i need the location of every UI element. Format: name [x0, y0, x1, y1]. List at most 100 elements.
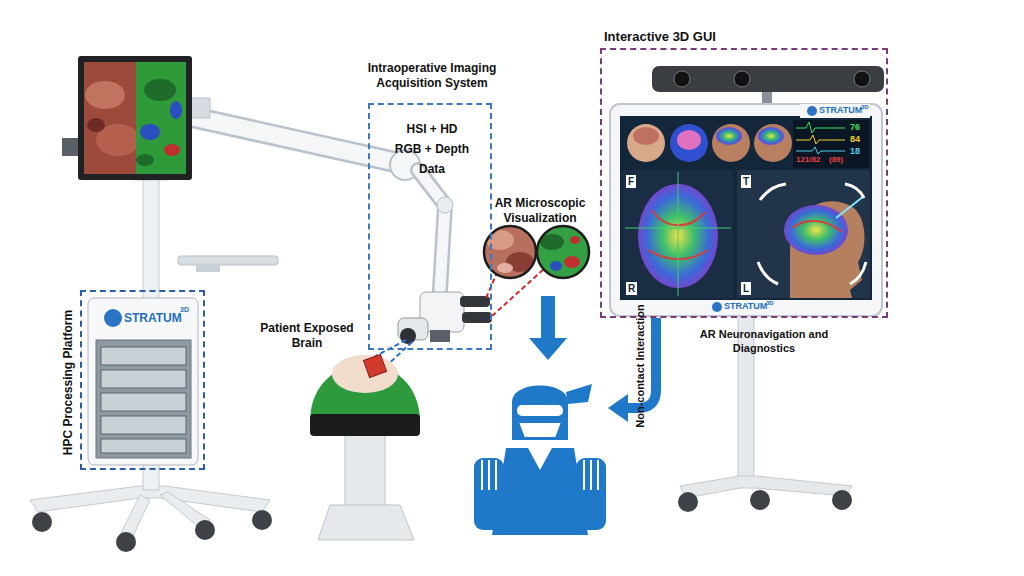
patient: [363, 354, 386, 377]
logo-superscript: 3D: [180, 305, 189, 314]
monitor: [136, 62, 186, 174]
ar-view: [550, 261, 562, 271]
group-heading: Intraoperative Imaging Acquisition Syste…: [340, 61, 524, 91]
stand-arm: [170, 112, 395, 162]
flow-arrow: [608, 394, 628, 422]
gui-monitor: [625, 228, 731, 229]
patient-label: Patient Exposed Brain: [252, 321, 362, 351]
gui-monitor: [792, 221, 842, 232]
view-letter: L: [741, 282, 751, 295]
gui-monitor: [678, 172, 679, 296]
depth-sensor: [652, 66, 884, 92]
surgeon-icon: [576, 458, 606, 530]
depth-sensor: [734, 71, 750, 87]
surgeon-icon: [518, 422, 562, 438]
monitor: [144, 79, 176, 101]
hpc-server: [104, 309, 122, 327]
view-letter: T: [741, 175, 751, 188]
patient: [318, 505, 414, 540]
gui-monitor: [620, 116, 872, 300]
depth-sensor: [652, 66, 884, 106]
gui-monitor: [793, 120, 869, 168]
gui-monitor: [758, 262, 778, 284]
ar-view: [537, 226, 589, 278]
gui-monitor: [623, 170, 733, 298]
gui-stand: [678, 312, 852, 512]
patient: [345, 432, 385, 510]
gui-monitor: [836, 196, 864, 218]
gui-monitor: [800, 104, 870, 118]
surgeon-icon: [492, 448, 588, 535]
gui-monitor: [754, 124, 792, 162]
group-heading: Interactive 3D GUI: [604, 29, 716, 45]
logo-superscript: 3D: [861, 103, 869, 111]
flow-arrow: [541, 296, 555, 340]
hpc-server: [101, 416, 186, 434]
gui-monitor: [796, 147, 845, 154]
vital-value: 84: [850, 134, 860, 145]
surgeon-icon: [495, 460, 497, 490]
gui-monitor: [784, 205, 848, 255]
microscope-head: [430, 330, 450, 342]
ar-view: [497, 263, 513, 273]
logo-superscript: 3D: [766, 299, 774, 307]
monitor: [164, 144, 180, 156]
surgeon-icon: [481, 460, 483, 490]
hpc-server: [101, 347, 186, 365]
gui-monitor: [677, 130, 701, 150]
ar-view: [570, 236, 580, 244]
hpc-server: [101, 370, 186, 388]
logo-text: STRATUM: [124, 311, 182, 326]
gui-monitor: [760, 184, 786, 200]
gui-monitor: [716, 127, 742, 145]
microscope-stand: [116, 532, 136, 552]
hpc-server: [101, 393, 186, 411]
gui-monitor: [796, 122, 845, 133]
microscope-stand: [32, 512, 52, 532]
gui-monitor: [807, 106, 817, 116]
stand-arm: [418, 170, 445, 290]
stand-arm: [418, 170, 445, 290]
gui-monitor: [850, 262, 866, 284]
ar-view: [480, 222, 593, 282]
surgeon-icon: [474, 458, 504, 530]
monitor: [170, 101, 182, 119]
microscope-stand: [178, 256, 278, 265]
microscope-head: [398, 292, 492, 344]
monitor: [62, 56, 210, 180]
gui-monitor: [796, 135, 845, 144]
group-heading: HPC Processing Platform: [61, 292, 76, 472]
microscope-stand: [195, 520, 215, 540]
microscope-stand: [120, 495, 150, 538]
gui-monitor: [712, 302, 722, 312]
stand-arm: [170, 112, 395, 162]
function-label: AR Neuronavigation and Diagnostics: [684, 327, 844, 355]
surgeon-icon: [512, 386, 568, 441]
data-types: HSI + HD RGB + Depth Data: [392, 119, 472, 179]
surgeon-icon: [590, 460, 592, 490]
gui-monitor: [627, 124, 665, 162]
surgeon-icon: [474, 384, 606, 535]
logo-text: STRATUM: [724, 301, 767, 312]
optical-path: [372, 266, 545, 370]
monitor: [140, 124, 160, 140]
monitor: [85, 81, 125, 109]
interaction-label: Non-contact Interaction: [633, 301, 647, 431]
ar-view: [480, 222, 540, 282]
gui-monitor: [633, 127, 659, 145]
gui-stand: [832, 490, 852, 510]
gui-monitor: [670, 124, 708, 162]
surgeon-icon: [566, 384, 592, 404]
gui-monitor: [610, 104, 882, 316]
microscope-stand: [30, 120, 278, 552]
stand-arm: [170, 112, 453, 290]
vital-value: 76: [850, 122, 860, 133]
logo-text: STRATUM: [819, 105, 862, 116]
microscope-stand: [196, 264, 220, 272]
flow-arrow: [529, 338, 567, 360]
gui-stand: [750, 490, 770, 510]
hpc-server: [88, 298, 198, 465]
surgeon-icon: [583, 460, 585, 490]
acquisition-group: Intraoperative Imaging Acquisition Syste…: [368, 103, 492, 350]
